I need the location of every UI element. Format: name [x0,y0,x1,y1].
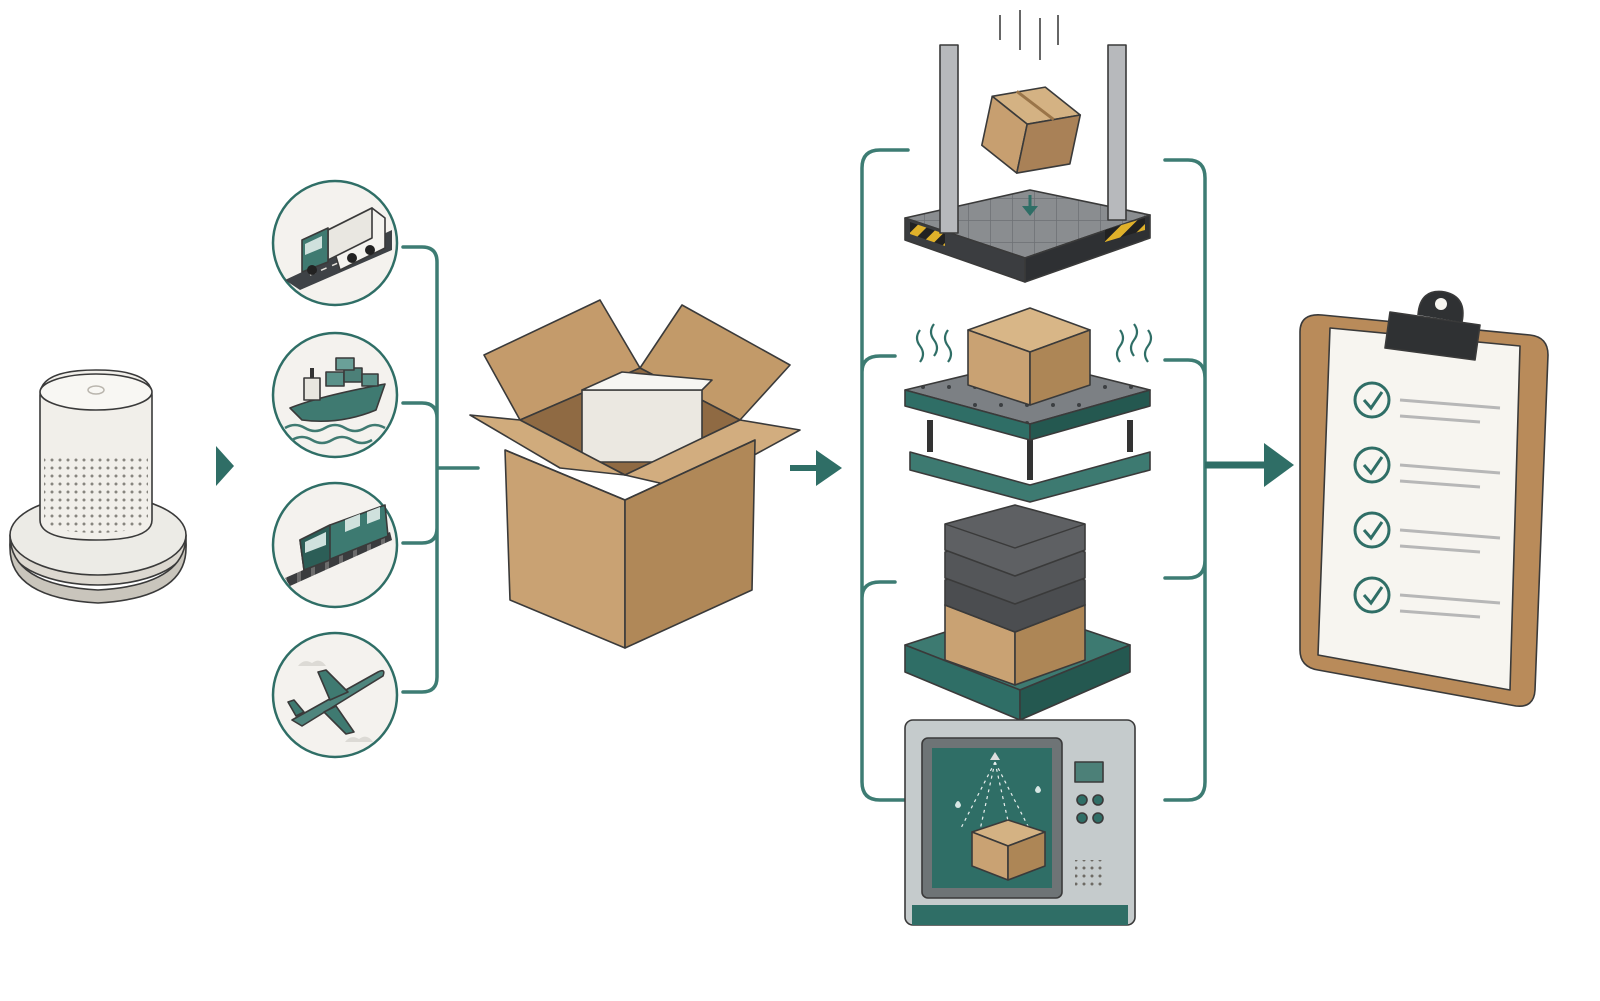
checklist-item-4 [1353,576,1501,619]
checklist-item-2 [1353,446,1501,489]
checklist-item-1 [1353,381,1501,424]
checklist-item-3 [1353,511,1501,554]
flow-arrow-2-head [816,450,842,486]
climate-chamber-icon [904,719,1136,926]
train-icon [271,481,399,609]
tests-bracket-left [860,148,910,802]
compression-test-icon [904,504,1131,721]
airplane-icon [271,631,399,759]
drop-test-icon [904,10,1151,283]
truck-icon [271,179,399,307]
checklist-clipboard-icon [1299,290,1549,707]
open-cardboard-box-icon [469,299,801,649]
transport-bracket [401,245,480,694]
smart-speaker-icon [9,369,187,604]
tests-bracket-right [1163,158,1207,802]
vibration-test-icon [904,307,1153,503]
flow-arrow-1 [216,446,234,486]
flow-arrow-3-head [1264,443,1294,487]
cargo-ship-icon [271,331,399,459]
